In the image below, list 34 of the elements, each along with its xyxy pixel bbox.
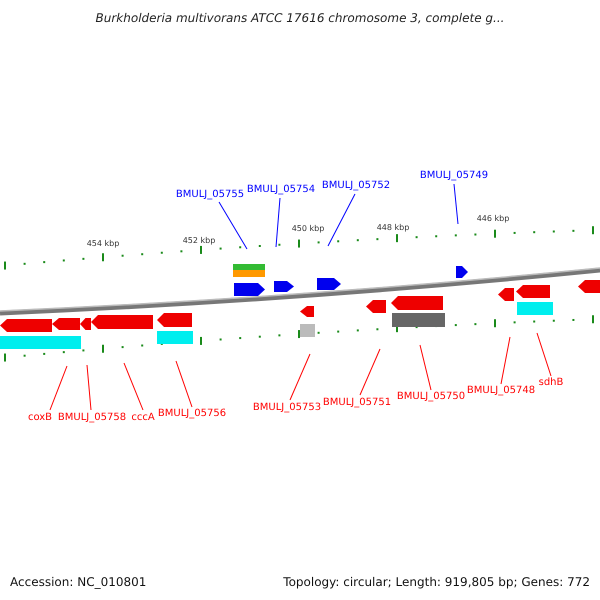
leader-line (420, 344, 432, 390)
gene-label: sdhB (538, 378, 564, 388)
gene-label: BMULJ_05749 (420, 171, 488, 181)
leader-line (454, 184, 458, 224)
scale-label: 452 kbp (182, 237, 216, 245)
leader-line (50, 366, 68, 410)
leader-line (124, 362, 144, 410)
scale-label: 454 kbp (86, 240, 120, 248)
leader-line (328, 194, 356, 246)
scale-label: 448 kbp (376, 224, 410, 232)
gene-label: BMULJ_05756 (158, 409, 226, 419)
gene-label: coxB (28, 413, 52, 423)
leader-line (176, 360, 192, 408)
gene-label: BMULJ_05753 (252, 403, 322, 413)
leader-line (360, 348, 380, 396)
map-title: Burkholderia multivorans ATCC 17616 chromosome 3, complete g... (96, 12, 504, 24)
scale-label: 446 kbp (476, 215, 510, 223)
leader-line (500, 336, 510, 384)
leader-line (276, 198, 280, 248)
gene-label: BMULJ_05755 (176, 190, 244, 200)
leader-line (536, 332, 552, 376)
gene-label: BMULJ_05754 (246, 185, 316, 195)
gene-label: cccA (131, 413, 155, 423)
gene-label: BMULJ_05751 (322, 398, 392, 408)
accession-text: Accession: NC_010801 (10, 576, 146, 588)
gene-label: BMULJ_05750 (396, 392, 466, 402)
leader-line (218, 202, 248, 250)
scale-label: 450 kbp (292, 225, 324, 233)
leader-line (86, 364, 92, 410)
genome-stats-text: Topology: circular; Length: 919,805 bp; Genes: 772 (283, 576, 590, 588)
gene-label: BMULJ_05748 (466, 386, 536, 396)
gene-label: BMULJ_05758 (58, 413, 126, 423)
leader-line (290, 354, 310, 400)
gene-label: BMULJ_05752 (322, 181, 390, 191)
